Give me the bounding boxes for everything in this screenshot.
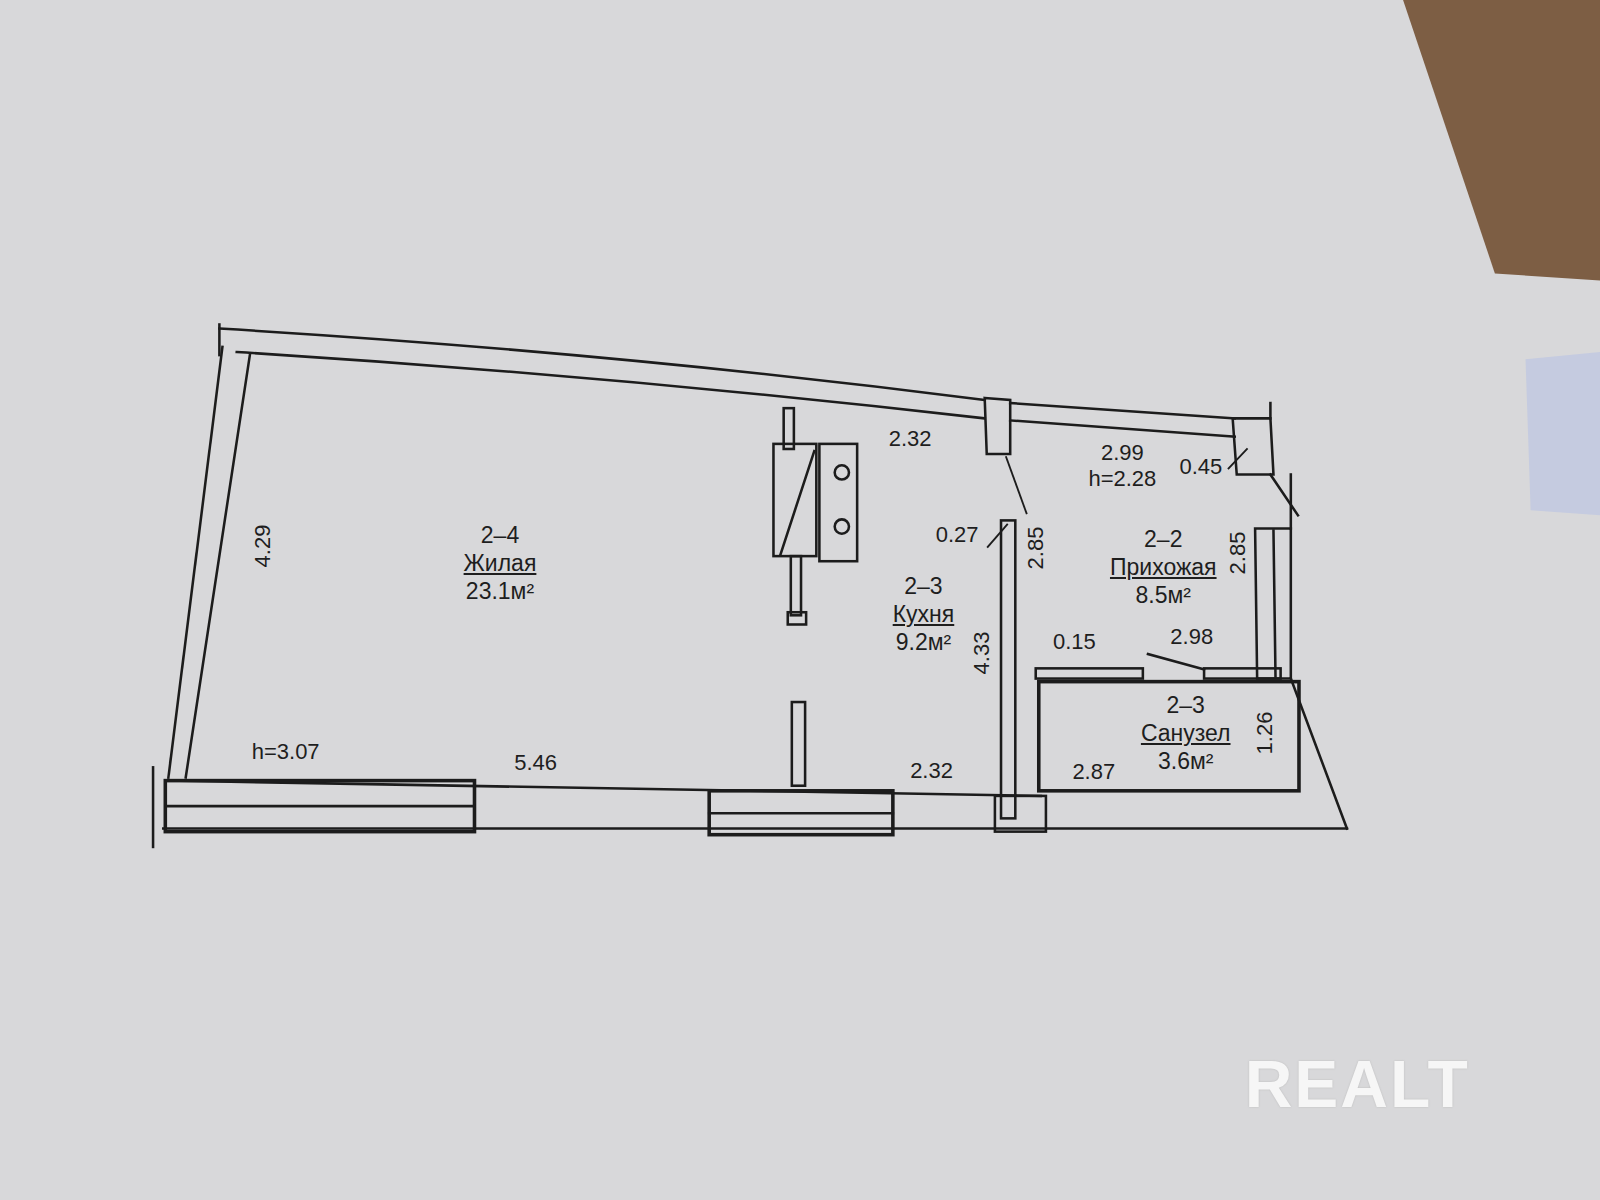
window xyxy=(709,791,893,835)
room-label: 2–3Санузел3.6м² xyxy=(1141,691,1231,775)
dimension-label: 2.32 xyxy=(888,427,933,451)
window xyxy=(165,781,474,832)
pillar xyxy=(985,398,1011,454)
dimension-label: 2.87 xyxy=(1071,760,1116,784)
room-label: 2–4Жилая23.1м² xyxy=(464,521,537,605)
window xyxy=(709,812,893,815)
wall xyxy=(1010,420,1234,436)
leader-line xyxy=(1006,457,1026,513)
room-number: 2–3 xyxy=(1141,691,1231,719)
dimension-label: 0.15 xyxy=(1052,630,1097,654)
dimension-label: 1.26 xyxy=(1253,710,1277,755)
window xyxy=(165,805,474,808)
room-label: 2–2Прихожая8.5м² xyxy=(1110,525,1217,609)
dimension-label: 0.27 xyxy=(935,523,980,547)
room-number: 2–2 xyxy=(1110,525,1217,553)
room-label: 2–3Кухня9.2м² xyxy=(893,572,955,656)
dimension-label: h=3.07 xyxy=(251,740,321,764)
dimension-label: 4.29 xyxy=(251,523,275,568)
wall xyxy=(1290,474,1293,528)
watermark: REALT xyxy=(1244,1049,1471,1119)
partition xyxy=(1001,520,1015,818)
stamp xyxy=(1526,352,1600,515)
partition xyxy=(1036,668,1143,678)
wall xyxy=(218,324,221,355)
room-name: Жилая xyxy=(464,549,537,577)
window xyxy=(995,796,1046,832)
room-area: 9.2м² xyxy=(893,628,955,656)
room-number: 2–4 xyxy=(464,521,537,549)
stove xyxy=(773,444,816,556)
dimension-label: 2.98 xyxy=(1169,625,1214,649)
partition xyxy=(1204,668,1281,678)
pillar xyxy=(1233,418,1274,474)
window xyxy=(1255,529,1291,679)
stove xyxy=(781,451,815,554)
dimension-label: 0.45 xyxy=(1179,455,1224,479)
dimension-label: 2.85 xyxy=(1227,531,1251,576)
wall xyxy=(186,354,250,777)
room-area: 3.6м² xyxy=(1141,747,1231,775)
wall xyxy=(237,352,985,418)
partition xyxy=(791,556,801,615)
room-number: 2–3 xyxy=(893,572,955,600)
door-swing xyxy=(1148,654,1204,669)
wall xyxy=(1269,403,1272,418)
dimension-label: 2.99 xyxy=(1100,441,1145,465)
bathroom-wall xyxy=(1039,682,1299,791)
room-name: Прихожая xyxy=(1110,553,1217,581)
room-name: Санузел xyxy=(1141,719,1231,747)
burner xyxy=(835,519,849,533)
burner xyxy=(835,465,849,479)
room-area: 8.5м² xyxy=(1110,581,1217,609)
dimension-label: 5.46 xyxy=(513,751,558,775)
wall xyxy=(152,767,155,847)
table-corner xyxy=(1403,0,1600,281)
door-swing xyxy=(1270,474,1298,515)
dimension-label: 4.33 xyxy=(971,631,995,676)
partition xyxy=(792,702,805,786)
leader-line xyxy=(988,524,1007,546)
room-name: Кухня xyxy=(893,600,955,628)
wall xyxy=(219,329,984,400)
wall xyxy=(163,827,1347,830)
partition xyxy=(788,612,806,624)
dimension-label: 2.85 xyxy=(1025,526,1049,571)
window xyxy=(1273,531,1275,677)
stove xyxy=(819,444,857,561)
wall xyxy=(1010,403,1234,418)
dimension-label: 2.32 xyxy=(909,759,954,783)
leader-line xyxy=(1229,449,1247,468)
dimension-label: h=2.28 xyxy=(1087,467,1157,491)
room-area: 23.1м² xyxy=(464,577,537,605)
